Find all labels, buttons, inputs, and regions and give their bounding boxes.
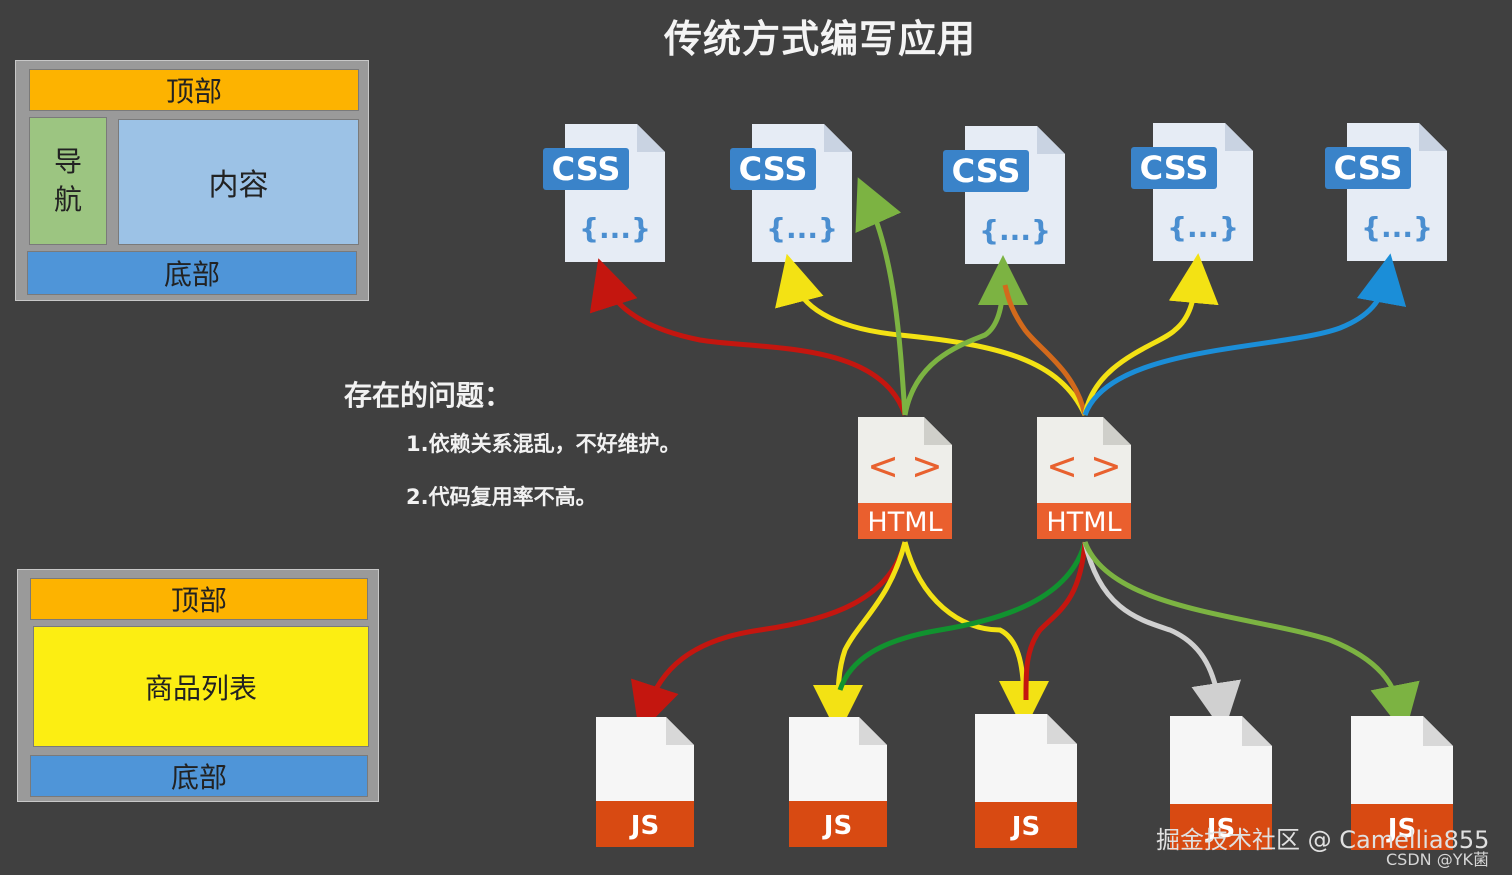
arrow-html2-js2 (837, 541, 1088, 691)
css-label: CSS (1140, 149, 1209, 187)
arrow-html2-js4 (1082, 541, 1241, 733)
html-file-1: < > HTML (858, 417, 952, 539)
js-label: JS (1010, 812, 1040, 842)
arrow-html2-js3 (1023, 541, 1088, 701)
product-list-block: 商品列表 (33, 626, 369, 747)
js-file-1: JS (596, 717, 694, 847)
arrow-html1-css1 (589, 258, 908, 416)
css-braces: {...} (1167, 211, 1239, 244)
js-file-3: JS (975, 714, 1077, 848)
layout-nav-label: 导 航 (53, 145, 82, 216)
js-file-2: JS (789, 717, 887, 847)
layout-footer-block: 底部 (27, 251, 357, 295)
watermark-secondary: CSDN @YK菌 (1386, 850, 1489, 869)
code-brackets-icon: < > (1046, 444, 1122, 488)
js-label: JS (629, 811, 659, 841)
html-file-2: < > HTML (1037, 417, 1131, 539)
layout-content-block: 内容 (118, 119, 359, 245)
arrow-html2-css2 (775, 253, 1088, 417)
layout-diagram-bottom: 顶部 商品列表 底部 (17, 569, 379, 802)
page-title: 传统方式编写应用 (663, 17, 976, 61)
js-label: JS (1205, 814, 1235, 844)
css-braces: {...} (579, 212, 651, 245)
css-file-4: CSS {...} (1131, 123, 1253, 261)
arrow-html1-js3 (902, 541, 1049, 731)
css-label: CSS (552, 150, 621, 188)
css-file-1: CSS {...} (543, 124, 665, 262)
arrow-html1-css3 (902, 255, 1028, 416)
layout-nav-block: 导 航 (29, 117, 107, 245)
arrow-html1-css2 (855, 177, 908, 416)
js-file-5: JS (1351, 716, 1453, 850)
css-file-3: CSS {...} (943, 126, 1065, 264)
layout-footer-block-2: 底部 (30, 755, 368, 797)
css-braces: {...} (979, 214, 1051, 247)
css-braces: {...} (766, 212, 838, 245)
layout-diagram-top: 顶部 导 航 内容 底部 (15, 60, 369, 301)
css-file-5: CSS {...} (1325, 123, 1447, 261)
watermark-primary: 掘金技术社区 @ Camellia855 (1156, 826, 1490, 854)
html-label: HTML (1046, 507, 1121, 538)
arrow-html2-css4 (1082, 253, 1219, 416)
css-braces: {...} (1361, 211, 1433, 244)
code-brackets-icon: < > (867, 444, 943, 488)
css-label: CSS (952, 152, 1021, 190)
css-label: CSS (1334, 149, 1403, 187)
js-label: JS (822, 811, 852, 841)
arrow-html1-js1 (630, 541, 908, 734)
arrow-html2-css3 (1002, 284, 1088, 416)
js-file-4: JS (1170, 716, 1272, 850)
css-label: CSS (739, 150, 808, 188)
problems-heading: 存在的问题： (344, 379, 513, 412)
js-label: JS (1386, 814, 1416, 844)
problem-item-2: 2.代码复用率不高。 (406, 485, 597, 509)
problem-item-1: 1.依赖关系混乱，不好维护。 (406, 432, 681, 456)
arrow-html2-css5 (1082, 253, 1407, 416)
arrow-html1-js2 (813, 541, 908, 735)
arrow-html2-js5 (1082, 541, 1420, 735)
html-label: HTML (867, 507, 942, 538)
layout-header-block-2: 顶部 (30, 578, 368, 620)
css-file-2: CSS {...} (730, 124, 852, 262)
layout-header-block: 顶部 (29, 69, 359, 111)
